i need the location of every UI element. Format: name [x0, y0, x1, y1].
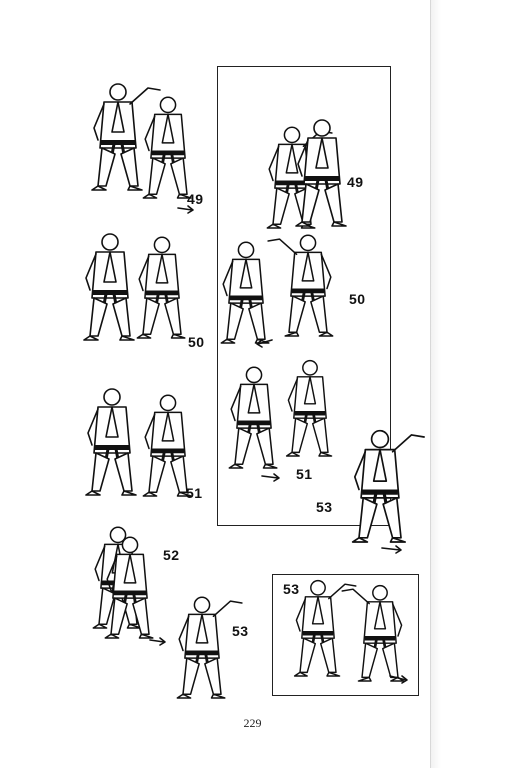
left-figure-50	[82, 232, 187, 342]
bottom-figure-53	[295, 581, 408, 684]
page-number: 229	[243, 716, 262, 730]
left-figure-52	[91, 525, 155, 640]
bottom-sequence-frame	[272, 574, 419, 696]
left-figure-49	[92, 84, 194, 214]
right-figure-53-throw	[353, 431, 424, 554]
label-left-51: 51	[186, 485, 203, 501]
label-left-52: 52	[163, 547, 180, 563]
label-right-53: 53	[316, 499, 333, 515]
right-figure-51	[227, 359, 333, 482]
label-bottom-53: 53	[283, 581, 300, 597]
right-figure-50	[219, 235, 332, 348]
label-right-49: 49	[347, 174, 364, 190]
right-figure-49	[267, 118, 348, 228]
label-right-51: 51	[296, 466, 313, 482]
label-left-53: 53	[232, 623, 249, 639]
right-sequence-frame	[217, 66, 391, 526]
page-edge-shadow	[430, 0, 505, 768]
left-figure-53	[149, 597, 242, 698]
left-figure-51	[84, 387, 193, 498]
label-right-50: 50	[349, 291, 366, 307]
label-left-49: 49	[187, 191, 204, 207]
label-left-50: 50	[188, 334, 205, 350]
